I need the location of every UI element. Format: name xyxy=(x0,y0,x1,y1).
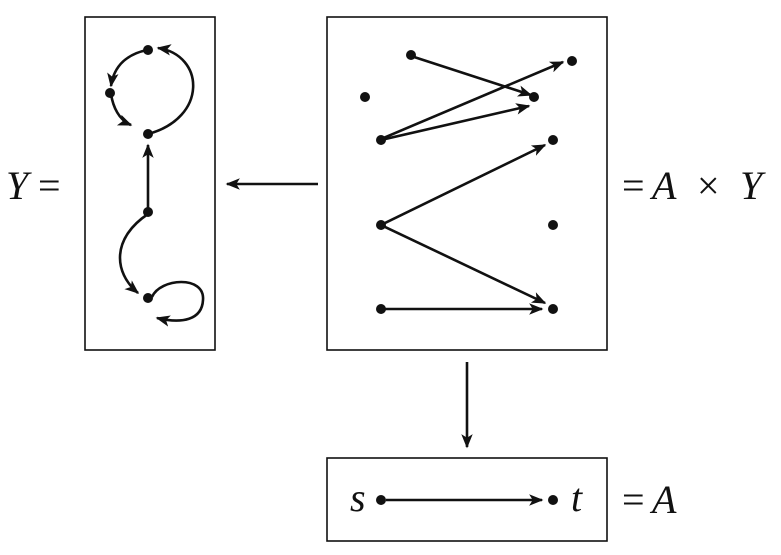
product-node xyxy=(360,92,370,102)
y-edge-cycle-right xyxy=(147,44,195,136)
product-node xyxy=(567,56,577,66)
graph-a-frame xyxy=(326,457,608,542)
y-edge-cycle-top-left xyxy=(107,48,148,88)
product-times-sign: × xyxy=(697,163,720,208)
product-node xyxy=(406,50,416,60)
y-node-cycle-top xyxy=(143,45,153,55)
product-edge-4 xyxy=(380,143,547,227)
y-node-cycle-bottom xyxy=(143,129,153,139)
y-node-middle xyxy=(143,207,153,217)
y-node-cycle-left xyxy=(105,88,115,98)
y-label: Y xyxy=(6,163,32,208)
y-edge-self-loop xyxy=(150,280,205,327)
graph-product-frame xyxy=(326,16,608,351)
graph-product xyxy=(326,16,608,351)
product-node xyxy=(376,304,386,314)
product-edge-1 xyxy=(410,54,533,97)
a-node-s xyxy=(376,495,386,505)
y-node-bottom xyxy=(143,293,153,303)
graph-y-frame xyxy=(84,16,216,351)
product-node xyxy=(376,135,386,145)
product-edge-5 xyxy=(380,223,547,305)
product-edge-2 xyxy=(380,60,565,141)
product-node xyxy=(376,220,386,230)
product-node xyxy=(529,92,539,102)
product-node xyxy=(548,220,558,230)
node-s-label: s xyxy=(350,475,366,520)
product-label-a: A xyxy=(649,163,677,208)
graph-a xyxy=(326,457,608,542)
y-edge-cycle-left-bottom xyxy=(109,93,133,127)
product-label-y: Y xyxy=(740,163,766,208)
y-edge-curve-down xyxy=(118,212,149,294)
y-equals-sign: = xyxy=(38,163,61,208)
node-t-label: t xyxy=(571,475,583,520)
product-edge-3 xyxy=(380,103,531,142)
product-equals-sign: = xyxy=(622,163,645,208)
product-node xyxy=(548,304,558,314)
graph-y xyxy=(84,16,216,351)
a-equals-sign: = xyxy=(622,477,645,522)
product-node xyxy=(548,135,558,145)
a-node-t xyxy=(548,495,558,505)
a-label: A xyxy=(649,477,677,522)
